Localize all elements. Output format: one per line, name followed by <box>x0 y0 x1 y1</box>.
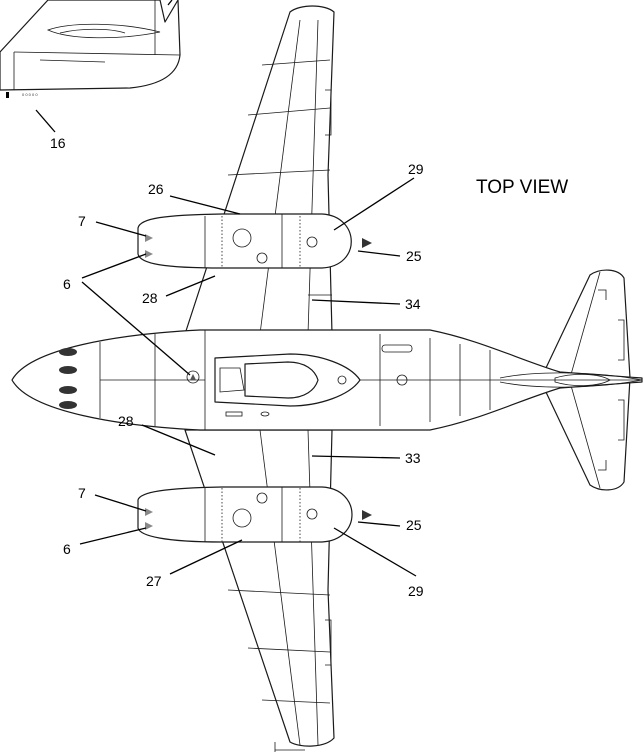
upper-engine-nacelle <box>137 213 372 269</box>
callout-label-6-upper: 6 <box>63 276 71 292</box>
callout-label-26: 26 <box>148 181 164 197</box>
callout-label-7-lower: 7 <box>78 485 86 501</box>
callout-29-lower: 29 <box>333 527 424 599</box>
callout-label-6-lower: 6 <box>63 541 71 557</box>
callout-28-upper: 28 <box>142 275 216 306</box>
inset-side-view: 0 0 0 0 0 <box>0 0 181 98</box>
callout-29-upper: 29 <box>333 161 424 231</box>
callout-33: 33 <box>311 450 421 466</box>
callout-6-upper: 6 <box>63 253 191 376</box>
callout-label-29-lower: 29 <box>408 583 424 599</box>
svg-text:0 0 0 0 0: 0 0 0 0 0 <box>22 92 38 97</box>
callout-label-33: 33 <box>405 450 421 466</box>
callout-25-upper: 25 <box>357 248 422 264</box>
callout-7-lower: 7 <box>78 485 147 512</box>
callout-6-lower: 6 <box>63 527 147 557</box>
callout-label-25-upper: 25 <box>406 248 422 264</box>
callout-16: 16 <box>35 109 66 151</box>
callout-label-27: 27 <box>146 573 162 589</box>
callout-25-lower: 25 <box>357 517 422 533</box>
callout-label-28-lower: 28 <box>118 413 134 429</box>
callout-26: 26 <box>148 181 241 215</box>
fuselage <box>11 329 643 431</box>
callout-label-28-upper: 28 <box>142 290 158 306</box>
callout-34: 34 <box>311 296 421 312</box>
callout-28-lower: 28 <box>118 413 216 456</box>
callout-label-7-upper: 7 <box>78 213 86 229</box>
lower-wing <box>184 429 335 752</box>
callout-label-34: 34 <box>405 296 421 312</box>
callout-27: 27 <box>146 539 243 589</box>
callout-label-29-upper: 29 <box>408 161 424 177</box>
lower-engine-nacelle <box>137 486 372 543</box>
view-title: TOP VIEW <box>476 177 568 198</box>
callout-label-25-lower: 25 <box>406 517 422 533</box>
upper-wing <box>184 5 335 335</box>
callout-label-16: 16 <box>50 135 66 151</box>
callout-7-upper: 7 <box>78 213 147 237</box>
